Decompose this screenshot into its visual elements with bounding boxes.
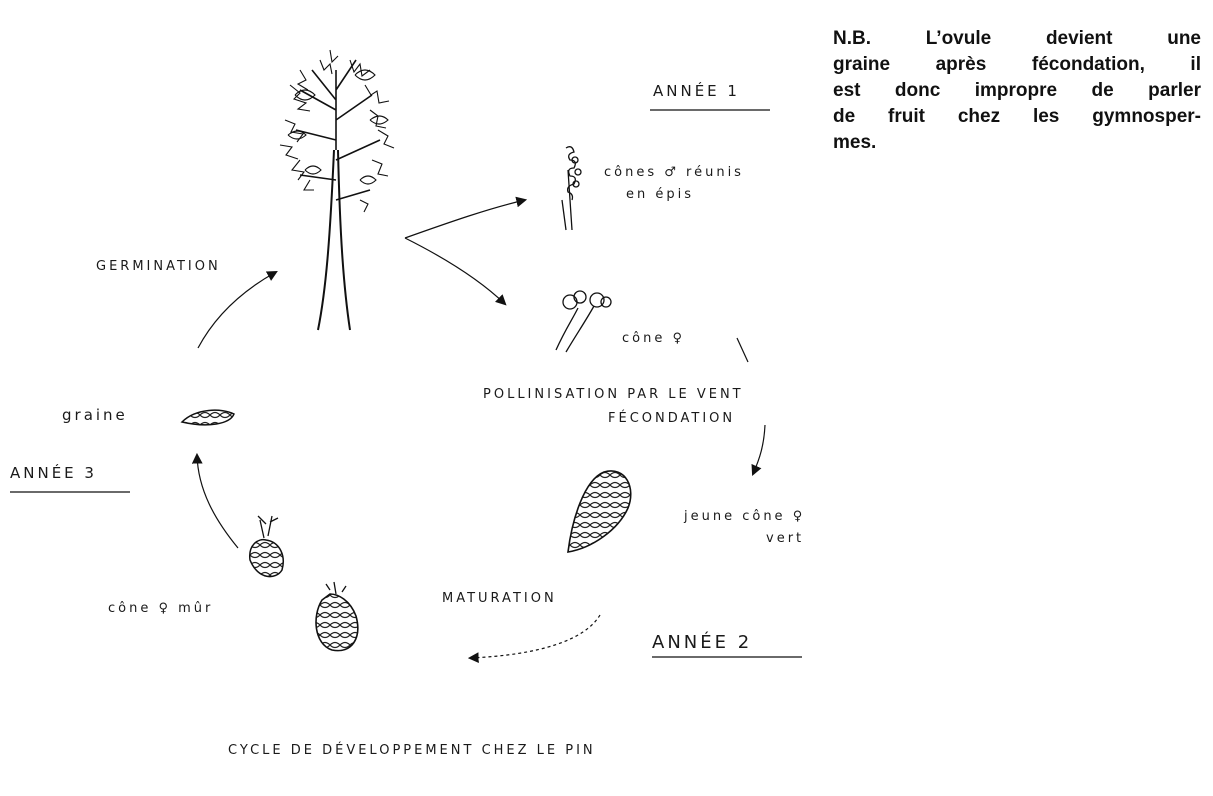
label-cones-male: cônes ♂ réunis [604,165,744,180]
note-line: mes. [833,130,1201,156]
label-annee-1: ANNÉE 1 [653,81,740,100]
arrow-tree-to-male-cones [405,200,525,238]
arrow-female-to-pollination [737,338,748,362]
label-jeune-cone: jeune cône ♀ [683,509,805,524]
seed-sketch [182,410,234,425]
young-green-cone-sketch [568,471,631,552]
arrow-cone-to-seed [197,455,238,548]
note-line: est donc impropre de parler [833,78,1201,104]
label-germination: GERMINATION [96,259,221,274]
label-graine: graine [62,406,128,424]
label-maturation: MATURATION [442,591,557,606]
label-cones-male-2: en épis [626,187,694,202]
open-cone-sketch [250,516,283,577]
male-cones-sketch [562,147,581,230]
label-annee-2: ANNÉE 2 [652,631,752,653]
label-fecondation: FÉCONDATION [608,410,735,426]
female-cone-sketch [556,291,611,352]
label-annee-3: ANNÉE 3 [10,463,97,482]
note-line: graine après fécondation, il [833,52,1201,78]
label-cone-female: cône ♀ [622,331,685,346]
arrow-maturation [470,615,600,658]
arrow-tree-to-female-cone [405,238,505,304]
note-line: N.B. L’ovule devient une [833,26,1201,52]
label-cone-mur: cône ♀ mûr [108,601,213,616]
arrow-fecondation-to-young-cone [753,425,765,474]
diagram-caption: CYCLE DE DÉVELOPPEMENT CHEZ LE PIN [228,742,596,758]
label-jeune-cone-2: vert [766,531,804,546]
nb-note: N.B. L’ovule devient une graine après fé… [833,26,1201,156]
mature-cone-sketch [316,582,358,651]
note-line: de fruit chez les gymnosper- [833,104,1201,130]
arrow-germination [198,272,276,348]
pine-tree-illustration [280,50,394,330]
label-pollinisation: POLLINISATION PAR LE VENT [483,387,744,402]
cycle-arrows [197,200,765,658]
